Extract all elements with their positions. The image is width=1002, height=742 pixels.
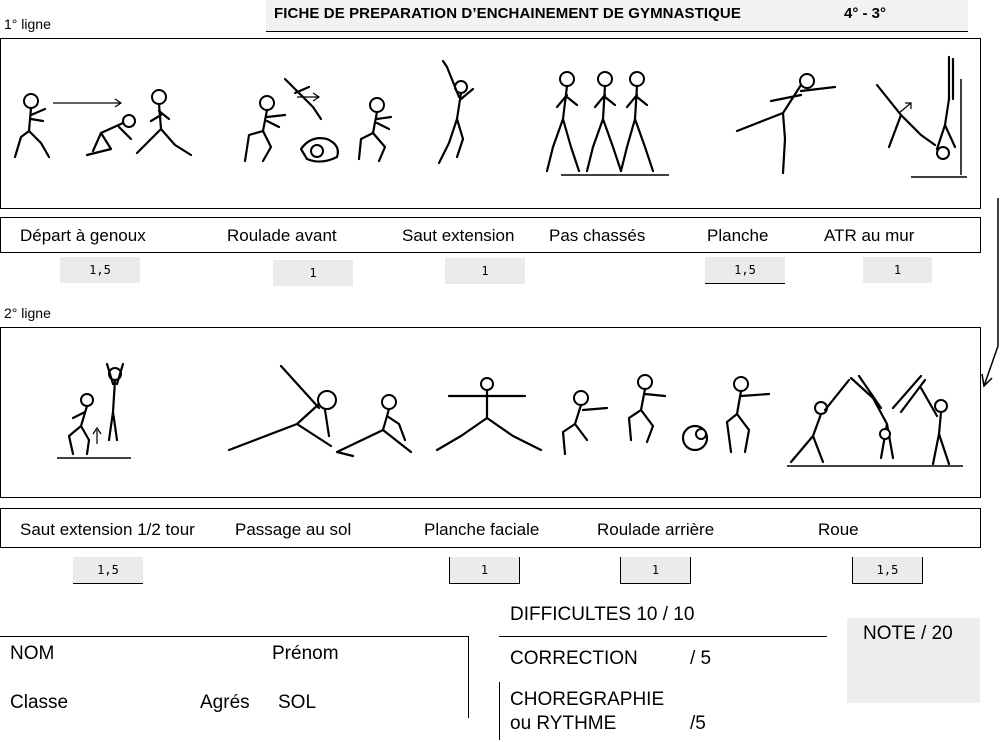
figure-atr-mur bbox=[875, 55, 967, 178]
agres-value: SOL bbox=[278, 692, 317, 713]
correction-max: / 5 bbox=[690, 648, 712, 669]
difficultes-label: DIFFICULTES 10 / 10 bbox=[510, 604, 695, 625]
figure-pas-chasses bbox=[545, 71, 669, 176]
continuation-arrow bbox=[981, 198, 999, 388]
line1-move-6-score: 1 bbox=[863, 257, 932, 283]
figure-depart-genoux bbox=[13, 89, 193, 159]
header-banner bbox=[266, 0, 968, 32]
line1-move-3-score: 1 bbox=[445, 258, 525, 284]
figure-saut-extension bbox=[437, 59, 475, 165]
figure-roulade-arriere bbox=[561, 374, 771, 456]
line2-move-3-score: 1 bbox=[449, 557, 520, 584]
line1-figures-illustration bbox=[13, 55, 967, 178]
identity-top-rule bbox=[0, 636, 469, 637]
line1-move-5-score: 1,5 bbox=[705, 257, 785, 284]
figure-planche-faciale bbox=[435, 377, 543, 452]
line1-move-6-name: ATR au mur bbox=[824, 226, 915, 245]
agres-label: Agrés bbox=[200, 692, 250, 713]
choregraphie-label: CHOREGRAPHIE bbox=[510, 689, 665, 710]
line2-label: 2° ligne bbox=[4, 305, 51, 321]
line2-move-1-name: Saut extension 1/2 tour bbox=[20, 520, 195, 539]
line1-figures-frame bbox=[0, 38, 981, 209]
line1-move-4-name: Pas chassés bbox=[549, 226, 646, 245]
figure-passage-sol bbox=[227, 364, 413, 458]
line1-move-1-score: 1,5 bbox=[60, 257, 140, 283]
line1-move-3-name: Saut extension bbox=[402, 226, 515, 245]
line2-move-5-score: 1,5 bbox=[852, 557, 923, 584]
line2-names-box bbox=[0, 508, 981, 548]
line1-label: 1° ligne bbox=[4, 16, 51, 32]
line2-move-4-name: Roulade arrière bbox=[597, 520, 715, 539]
identity-right-rule bbox=[468, 636, 469, 718]
prenom-label: Prénom bbox=[272, 643, 339, 664]
line2-figures-frame bbox=[0, 327, 981, 498]
figure-planche bbox=[735, 73, 837, 175]
note-label: NOTE / 20 bbox=[863, 623, 953, 644]
line1-move-5-name: Planche bbox=[707, 226, 769, 245]
line2-move-5-name: Roue bbox=[818, 520, 859, 539]
line1-move-2-name: Roulade avant bbox=[227, 226, 337, 245]
line2-move-2-name: Passage au sol bbox=[235, 520, 352, 539]
line2-move-4-score: 1 bbox=[620, 557, 691, 584]
line2-move-1-score: 1,5 bbox=[73, 557, 143, 584]
choregraphie-max: /5 bbox=[690, 713, 706, 734]
line2-move-3-name: Planche faciale bbox=[424, 520, 540, 539]
line1-move-1-name: Départ à genoux bbox=[20, 226, 146, 245]
figure-roulade-avant bbox=[243, 77, 393, 163]
line2-figures-illustration bbox=[57, 362, 963, 467]
figure-saut-demi-tour bbox=[57, 362, 131, 459]
sheet-title: FICHE DE PREPARATION D’ENCHAINEMENT DE G… bbox=[274, 5, 741, 22]
grading-rule bbox=[499, 636, 827, 637]
figure-roue bbox=[787, 374, 963, 467]
correction-label: CORRECTION bbox=[510, 648, 638, 669]
rythme-label: ou RYTHME bbox=[510, 713, 617, 734]
line1-names-box bbox=[0, 217, 981, 253]
choregraphie-rule bbox=[499, 682, 500, 740]
classe-label: Classe bbox=[10, 692, 69, 713]
nom-label: NOM bbox=[10, 643, 55, 664]
line1-move-2-score: 1 bbox=[273, 260, 353, 286]
level-label: 4° - 3° bbox=[844, 5, 887, 22]
note-box bbox=[847, 618, 980, 703]
